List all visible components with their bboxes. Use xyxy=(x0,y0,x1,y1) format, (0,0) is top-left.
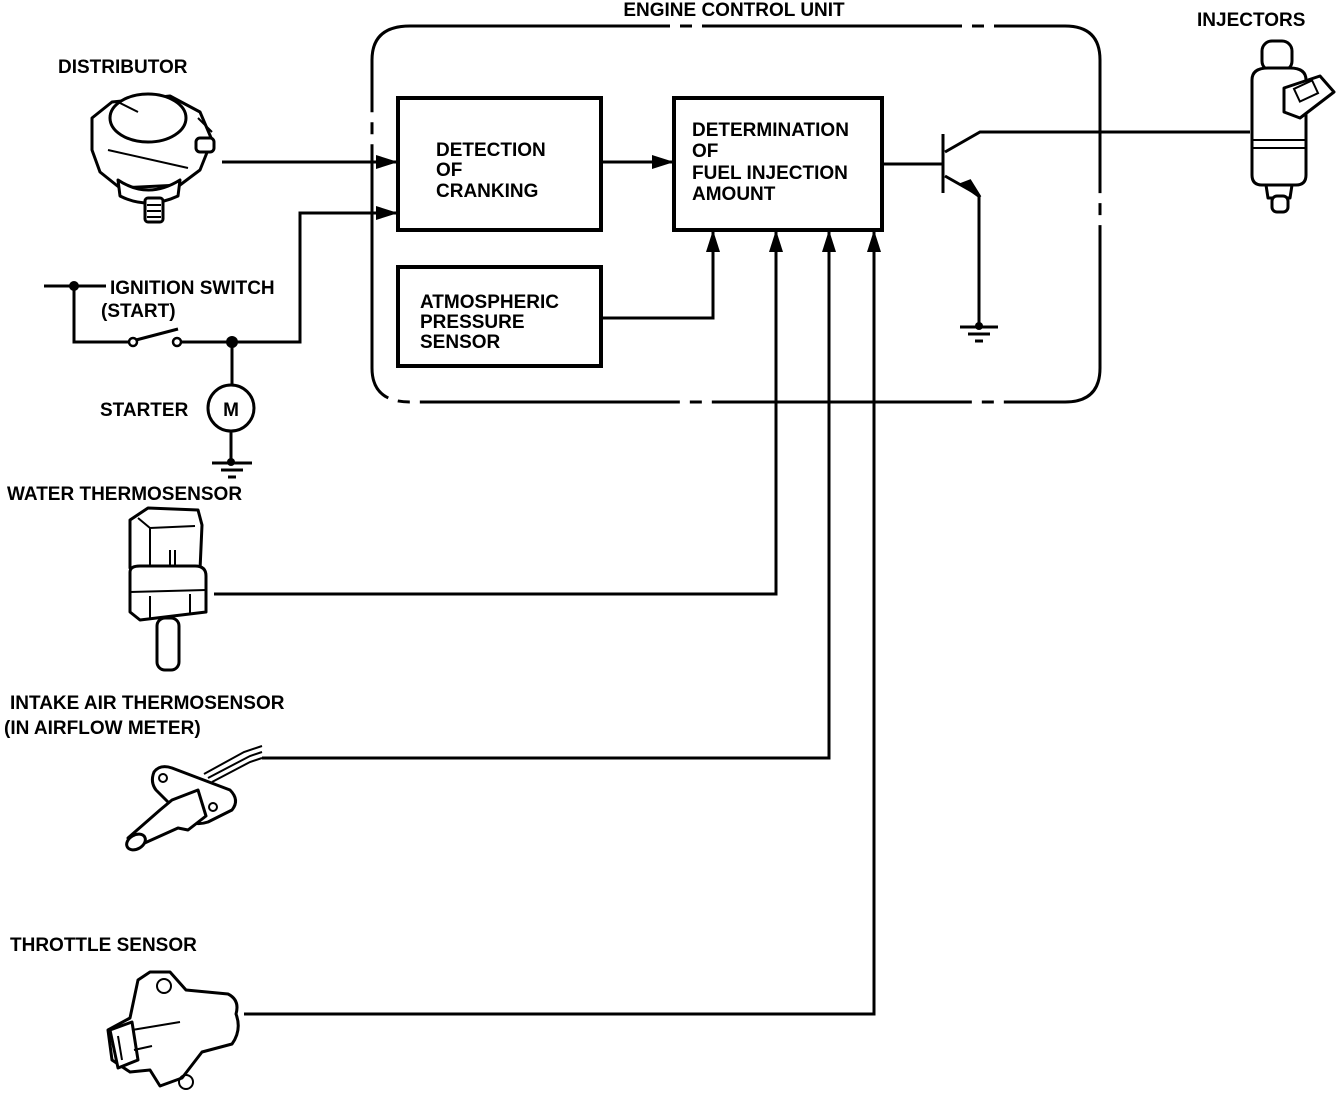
ignition-starter-circuit: M xyxy=(44,281,256,479)
block-detection-line-3: CRANKING xyxy=(436,181,538,202)
block-determination-line-3: FUEL INJECTION xyxy=(692,163,848,184)
distributor-icon xyxy=(90,92,216,224)
ignition-switch-sublabel: (START) xyxy=(101,301,176,322)
block-determination-line-4: AMOUNT xyxy=(692,184,776,205)
distributor-label: DISTRIBUTOR xyxy=(58,57,188,78)
wire-throttle-sensor xyxy=(244,230,881,1016)
ecu-boundary xyxy=(370,24,1102,404)
intake-air-thermosensor-icon xyxy=(125,745,263,852)
switch-contact xyxy=(127,336,139,348)
block-detection-line-2: OF xyxy=(436,160,462,181)
block-atmospheric-pressure-sensor: ATMOSPHERIC PRESSURE SENSOR xyxy=(396,265,603,368)
intake-air-thermosensor-label: INTAKE AIR THERMOSENSOR xyxy=(10,693,285,714)
wire-ignition-to-detection xyxy=(232,206,398,344)
starter-label: STARTER xyxy=(100,400,189,421)
block-detection-line-1: DETECTION xyxy=(436,140,546,161)
ecu-title: ENGINE CONTROL UNIT xyxy=(623,0,845,21)
water-thermosensor-icon xyxy=(128,506,208,672)
wire-atmospheric-to-determination xyxy=(601,230,720,320)
wire-intake-air-thermosensor xyxy=(262,230,836,760)
injectors-label: INJECTORS xyxy=(1197,10,1305,31)
block-atmospheric-line-3: SENSOR xyxy=(420,332,501,353)
throttle-sensor-label: THROTTLE SENSOR xyxy=(10,935,197,956)
intake-air-thermosensor-sublabel: (IN AIRFLOW METER) xyxy=(4,718,201,739)
block-determination-line-1: DETERMINATION xyxy=(692,120,849,141)
water-thermosensor-label: WATER THERMOSENSOR xyxy=(7,484,242,505)
block-detection-of-cranking: DETECTION OF CRANKING xyxy=(396,96,603,232)
injector-icon xyxy=(1250,39,1336,214)
block-atmospheric-line-2: PRESSURE xyxy=(420,312,525,333)
throttle-sensor-icon xyxy=(106,970,240,1090)
switch-contact xyxy=(171,336,183,348)
ignition-switch-label: IGNITION SWITCH xyxy=(110,278,275,299)
block-determination-line-2: OF xyxy=(692,141,718,162)
block-atmospheric-line-1: ATMOSPHERIC xyxy=(420,292,559,313)
starter-motor-symbol: M xyxy=(223,400,239,421)
wire-water-thermosensor xyxy=(214,230,783,596)
wires xyxy=(214,155,942,1016)
switch-blade xyxy=(135,327,179,342)
transistor-icon xyxy=(941,130,1250,343)
block-determination-fuel-injection: DETERMINATION OF FUEL INJECTION AMOUNT xyxy=(672,96,884,232)
